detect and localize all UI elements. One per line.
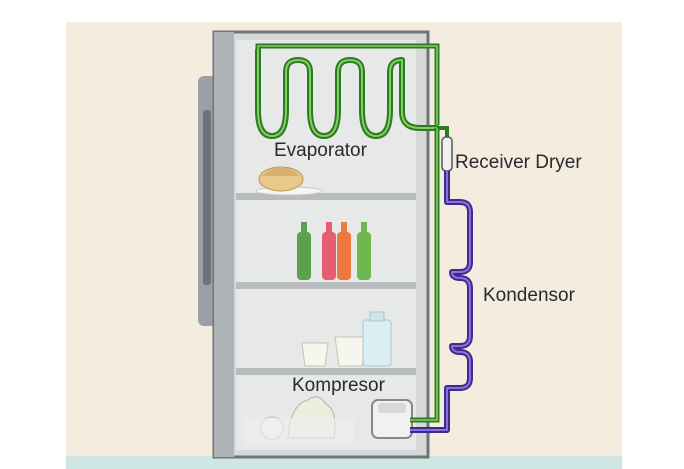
dryer-connector <box>437 126 449 137</box>
compressor-top <box>378 403 406 413</box>
receiver-dryer <box>441 136 453 172</box>
shelf-middle <box>236 282 416 289</box>
condenser-coil-highlight <box>410 171 471 431</box>
bottle-3-neck <box>341 222 347 234</box>
food-item-top <box>262 167 300 176</box>
kompresor-label: Kompresor <box>292 375 385 396</box>
kondensor-label: Kondensor <box>483 285 575 306</box>
liquid-line-highlight <box>410 128 438 421</box>
evaporator-coil-highlight <box>257 49 438 137</box>
bottle-1-neck <box>301 222 307 234</box>
bottle-2-neck <box>326 222 332 234</box>
milk-carton-cap <box>369 311 385 322</box>
shelf-top <box>236 193 416 200</box>
milk-carton <box>362 319 392 367</box>
evaporator-label: Evaporator <box>274 140 367 161</box>
receiver-dryer-label: Receiver Dryer <box>455 152 582 173</box>
vegetable-drawer <box>244 418 354 444</box>
door-handle <box>203 110 211 285</box>
bottle-3 <box>337 232 351 280</box>
cup-2 <box>334 336 367 367</box>
floor-strip <box>66 456 622 469</box>
cup-1 <box>301 342 329 367</box>
bottle-4 <box>357 232 371 280</box>
fridge-side-strip <box>214 32 234 457</box>
bottle-2 <box>322 232 336 280</box>
suction-line-highlight <box>257 45 438 125</box>
bottle-1 <box>297 232 311 280</box>
shelf-bottom <box>236 368 416 375</box>
bottle-4-neck <box>361 222 367 234</box>
